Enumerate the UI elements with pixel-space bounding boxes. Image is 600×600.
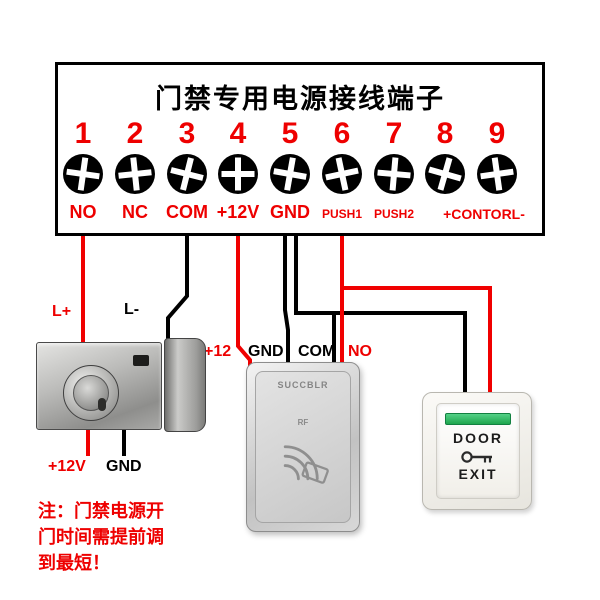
wire-terminal3-com-to-lock — [166, 236, 189, 344]
terminal-label: NO — [69, 202, 97, 222]
terminal-column-5: 5 GND — [264, 118, 316, 223]
electric-lock-image — [36, 338, 206, 432]
terminal-column-7: 7 PUSH2 — [368, 118, 420, 221]
screw-terminal-icon — [115, 154, 155, 194]
rf-waves-icon — [283, 445, 329, 484]
rf-label: RF — [297, 418, 309, 427]
lock-cylinder-inner — [73, 375, 109, 411]
panel-title: 门禁专用电源接线端子 — [155, 84, 445, 114]
keyhole-icon — [98, 398, 106, 411]
terminal-column-4: 4 +12V — [212, 118, 264, 223]
exit-door-text: DOOR — [453, 430, 503, 446]
lock-wire-label-l-plus: L+ — [52, 303, 72, 320]
terminal-panel: 门禁专用电源接线端子 — [55, 62, 545, 236]
screw-terminal-icon — [477, 154, 517, 194]
terminal-label: COM — [166, 202, 208, 222]
note-line-1: 注：门禁电源开 — [38, 501, 164, 521]
terminal-number: 5 — [281, 117, 299, 150]
note-line-2: 门时间需提前调 — [38, 527, 164, 547]
lock-wire-label-gnd: GND — [106, 458, 142, 475]
lock-wire-label-12v: +12V — [48, 458, 86, 475]
reader-wire-label-12: +12 — [204, 343, 232, 360]
terminal-number: 4 — [229, 117, 247, 150]
reader-wire-label-com: COM — [298, 343, 336, 360]
terminal-column-3: 3 COM — [161, 118, 213, 223]
wire-terminal5-gnd-to-exit — [294, 236, 467, 396]
note-line-3: 到最短！ — [38, 553, 110, 573]
rfid-reader-image: SUCCBLR RF — [246, 362, 360, 532]
terminal-column-6: 6 PUSH1 — [316, 118, 368, 221]
exit-exit-text: EXIT — [458, 466, 498, 482]
exit-green-stripe — [445, 413, 511, 425]
exit-button-image: DOOR EXIT — [422, 392, 532, 510]
terminal-column-8: 8 — [419, 118, 471, 216]
lock-side-plate — [164, 338, 206, 432]
terminal-number: 1 — [74, 117, 92, 150]
reader-wire-label-gnd: GND — [248, 343, 284, 360]
terminal-column-9: 9 — [471, 118, 523, 216]
control-terminal-label: +CONTORL- — [443, 206, 525, 222]
terminal-number: 3 — [178, 117, 196, 150]
lock-cylinder — [63, 365, 119, 421]
terminal-number: 7 — [385, 117, 403, 150]
reader-wire-label-no: NO — [348, 343, 372, 360]
wire-terminal6-push1-to-exit — [342, 286, 492, 396]
lock-wire-label-l-minus: L- — [124, 301, 140, 318]
terminal-label: PUSH1 — [321, 207, 362, 221]
terminal-number: 6 — [333, 117, 351, 150]
screw-terminal-icon — [167, 154, 207, 194]
terminal-number: 2 — [126, 117, 144, 150]
lock-screw-detail — [133, 355, 149, 366]
terminal-label: PUSH2 — [373, 207, 414, 221]
screw-terminal-icon — [322, 154, 362, 194]
screw-terminal-icon — [63, 154, 103, 194]
terminal-number: 9 — [488, 117, 506, 150]
reader-brand: SUCCBLR — [277, 380, 329, 390]
screw-terminal-icon — [218, 154, 258, 194]
terminal-number: 8 — [436, 117, 454, 150]
terminal-label: NC — [122, 202, 148, 222]
exit-button-plate: DOOR EXIT — [436, 403, 520, 499]
warning-note: 注：门禁电源开 门时间需提前调 到最短！ — [38, 498, 164, 576]
terminal-label: GND — [270, 202, 310, 222]
wire-terminal5-gnd-to-reader — [283, 236, 290, 368]
terminal-column-2: 2 NC — [109, 118, 161, 223]
reader-panel: SUCCBLR RF — [255, 371, 351, 523]
terminal-column-1: 1 NO — [57, 118, 109, 223]
screw-terminal-icon — [374, 154, 414, 194]
screw-terminal-icon — [425, 154, 465, 194]
key-icon — [461, 451, 492, 463]
screw-terminal-icon — [270, 154, 310, 194]
lock-body — [36, 342, 162, 430]
terminal-label: +12V — [216, 202, 260, 222]
